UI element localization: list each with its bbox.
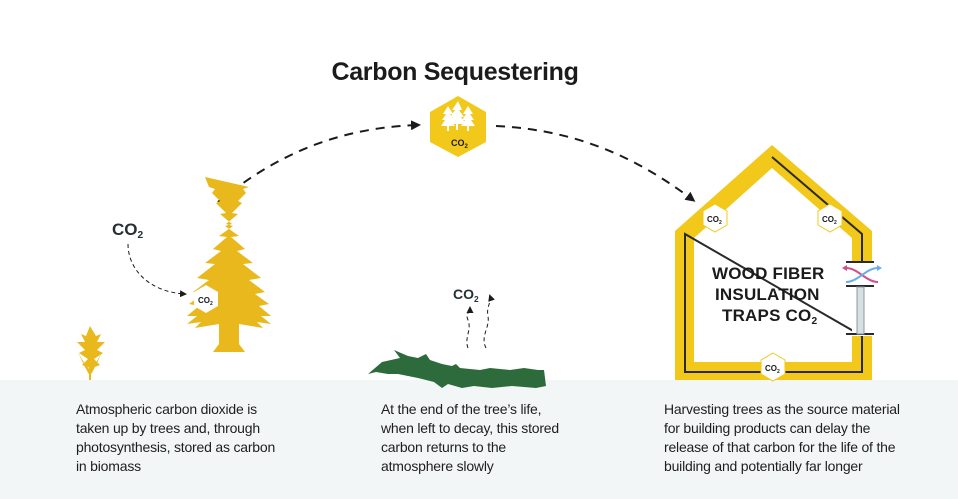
seedling-icon (77, 326, 105, 380)
co2-subscript: 2 (474, 294, 479, 304)
caption-building: Harvesting trees as the source material … (664, 400, 934, 476)
log-icon (368, 350, 546, 388)
house-co2-badge-right: CO2 (817, 203, 843, 233)
decay-arrow-left (466, 306, 474, 349)
caption-line: At the end of the tree’s life, (381, 401, 542, 417)
caption-decay: At the end of the tree’s life, when left… (381, 400, 591, 476)
forest-co2-badge: CO2 (430, 96, 486, 157)
house-label-text: TRAPS CO (722, 306, 812, 325)
house-label: WOOD FIBER INSULATION TRAPS CO2 (712, 263, 825, 332)
caption-line: Atmospheric carbon dioxide is (76, 401, 257, 417)
house-label-subscript: 2 (811, 316, 818, 327)
house-co2-badge-bottom: CO2 (760, 352, 786, 382)
co2-text: CO (112, 220, 138, 239)
co2-absorb-arrow (127, 243, 187, 298)
svg-text:CO2: CO2 (198, 296, 213, 307)
house-label-line: INSULATION (715, 285, 820, 304)
co2-text: CO (453, 286, 474, 302)
air-exchange-icon (842, 265, 882, 283)
arc-arrow-forest-to-house (495, 125, 696, 202)
window-pane (856, 286, 865, 335)
caption-line: taken up by trees and, through (76, 420, 260, 436)
caption-line: building and potentially far longer (664, 458, 863, 474)
caption-line: when left to decay, this stored (381, 420, 559, 436)
tree-co2-badge: CO2 (194, 285, 218, 313)
arc-arrow-tree-to-forest (217, 120, 421, 203)
house-interior (694, 168, 852, 362)
house-label-line: WOOD FIBER (712, 264, 825, 283)
page-title: Carbon Sequestering (0, 58, 958, 87)
caption-line: photosynthesis, stored as carbon (76, 439, 276, 455)
svg-text:CO2: CO2 (451, 138, 469, 150)
caption-line: atmosphere slowly (381, 458, 494, 474)
caption-line: in biomass (76, 458, 141, 474)
forest-icon (441, 101, 475, 131)
svg-text:CO2: CO2 (707, 215, 722, 226)
ground-band (0, 380, 958, 499)
house-frame-line (684, 156, 863, 373)
co2-subscript: 2 (137, 230, 144, 241)
svg-text:CO2: CO2 (765, 364, 780, 375)
caption-absorption: Atmospheric carbon dioxide is taken up b… (76, 400, 316, 476)
caption-line: for building products can delay the (664, 420, 871, 436)
caption-line: Harvesting trees as the source material (664, 401, 900, 417)
atmosphere-co2-label: CO2 (112, 220, 143, 241)
caption-line: release of that carbon for the life of t… (664, 439, 896, 455)
house-co2-badge-left: CO2 (702, 203, 728, 233)
svg-text:CO2: CO2 (822, 215, 837, 226)
house-diagram: CO2 CO2 CO2 (675, 145, 882, 382)
tree-icon (187, 177, 271, 352)
title-text: Carbon Sequestering (331, 58, 579, 86)
house-label-line: TRAPS CO2 (712, 305, 825, 332)
decay-arrow-right (483, 294, 495, 349)
caption-line: carbon returns to the (381, 439, 506, 455)
decay-co2-label: CO2 (453, 286, 479, 304)
